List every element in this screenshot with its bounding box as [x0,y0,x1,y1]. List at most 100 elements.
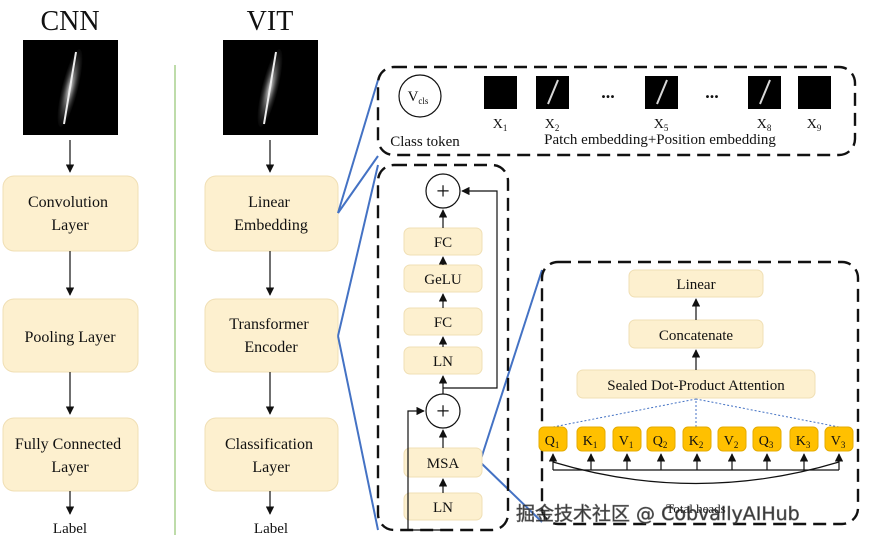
patch-token-1: X1 [484,76,517,133]
encoder-flow-arrows [407,186,498,531]
attention-sdpa-label: Sealed Dot-Product Attention [607,378,785,394]
svg-text:Classification Layer: Classification Layer [225,436,317,476]
vit-column: VIT Linear Embedding Transformer Encoder [204,6,339,537]
encoder-ln-bottom-label: LN [433,500,453,516]
qkv-label-q1: Q1 [545,434,560,450]
cnn-pooling-label: Pooling Layer [24,329,116,346]
attention-linear-label: Linear [676,277,715,293]
encoder-msa-label: MSA [427,456,460,472]
patch-row: X1 X2 X5 X8 X9 [484,76,831,133]
svg-text:Transformer Encoder: Transformer Encoder [229,316,312,356]
class-token-subscript: cls [418,96,428,106]
cnn-conv-line1: Convolution [28,194,108,211]
patch-token-4: X8 [748,76,781,133]
qkv-label-v3: V3 [831,434,846,450]
cnn-fc-line1: Fully Connected [15,436,121,453]
qkv-box-k2: K2 [682,426,712,452]
encoder-fc-top-label: FC [434,235,452,251]
encoder-gelu: GeLU [403,264,483,293]
vit-transformer-line1: Transformer [229,316,309,333]
cnn-pooling-layer: Pooling Layer [2,298,139,373]
attention-panel: Linear Concatenate Sealed Dot-Product At… [538,260,860,526]
total-heads-label: Total heads [666,501,725,516]
embedding-panel: Vcls Class token X1 X2 X5 X8 X9 ... ... Patc… [376,65,857,157]
svg-text:Convolution Layer: Convolution Layer [28,194,112,234]
encoder-ln-bottom: LN [403,492,483,521]
vit-input-image [223,40,318,135]
cnn-input-image [23,40,118,135]
qkv-label-v1: V1 [619,434,634,450]
watermark: 掘金技术社区 @ CobvallyAIHub [516,503,800,525]
encoder-ln-top: LN [403,346,483,375]
qkv-box-q3: Q3 [752,426,782,452]
add-symbol-bottom: + [436,399,450,425]
vit-class-line1: Classification [225,436,313,453]
patch-label-2: X2 [545,117,560,133]
svg-text:Vcls: Vcls [408,89,429,106]
patch-token-2: X2 [536,76,569,133]
class-token-symbol: V [408,89,419,105]
patch-label-1: X1 [493,117,508,133]
residual-add-bottom: + [425,393,461,429]
svg-text:Fully Connected Layer: Fully Connected Layer [15,436,125,476]
attention-linear: Linear [628,269,764,298]
attention-concatenate-label: Concatenate [659,328,733,344]
qkv-label-k3: K3 [796,434,811,450]
qkv-input-arrows [548,453,844,471]
total-heads-brace [552,461,840,485]
qkv-row: Q1 K1 V1 Q2 K2 V2 Q3 K3 V3 [538,426,854,452]
encoder-ln-top-label: LN [433,354,453,370]
qkv-box-k3: K3 [789,426,819,452]
vit-linear-embedding: Linear Embedding [204,175,339,252]
cnn-fc-line2: Layer [51,459,89,476]
encoder-fc-bottom: FC [403,307,483,336]
patch-label-3: X5 [654,117,669,133]
attention-concatenate: Concatenate [628,319,764,349]
vit-linear-line2: Embedding [234,217,308,234]
svg-text:Linear Embedding: Linear Embedding [234,194,308,234]
qkv-box-q1: Q1 [538,426,568,452]
vit-transformer-encoder: Transformer Encoder [204,298,339,373]
qkv-box-v2: V2 [717,426,747,452]
encoder-fc-top: FC [403,227,483,256]
patch-ellipsis-1: ... [601,82,615,102]
qkv-fan-lines [552,398,840,428]
cnn-conv-line2: Layer [51,217,89,234]
encoder-msa: MSA [403,447,483,478]
patch-label-5: X9 [807,117,822,133]
qkv-label-v2: V2 [724,434,739,450]
patch-token-3: X5 [645,76,678,133]
qkv-box-q2: Q2 [646,426,676,452]
vit-transformer-line2: Encoder [244,339,298,356]
cnn-output-label: Label [53,521,87,537]
patch-token-5: X9 [798,76,831,133]
qkv-label-q2: Q2 [653,434,668,450]
attention-sdpa: Sealed Dot-Product Attention [576,369,816,399]
qkv-box-v1: V1 [612,426,642,452]
patch-label-4: X8 [757,117,772,133]
cnn-title: CNN [40,6,99,37]
patch-embedding-caption: Patch embedding+Position embedding [544,132,776,148]
vit-title: VIT [247,6,294,37]
cnn-convolution-layer: Convolution Layer [2,175,139,252]
encoder-gelu-label: GeLU [424,272,462,288]
vit-linear-line1: Linear [248,194,290,211]
cnn-column: CNN Convolution Layer Pooling Layer Full… [2,6,139,537]
vit-output-label: Label [254,521,288,537]
qkv-box-k1: K1 [576,426,606,452]
vit-classification-layer: Classification Layer [204,417,339,492]
cnn-fully-connected-layer: Fully Connected Layer [2,417,139,492]
qkv-box-v3: V3 [824,426,854,452]
qkv-label-k2: K2 [689,434,704,450]
encoder-panel: + FC GeLU FC LN + MSA LN [376,163,510,532]
add-symbol-top: + [436,179,450,205]
class-token-circle: Vcls [398,74,442,118]
class-token-label: Class token [390,134,460,150]
qkv-label-q3: Q3 [759,434,774,450]
vit-class-line2: Layer [252,459,290,476]
encoder-fc-bottom-label: FC [434,315,452,331]
patch-ellipsis-2: ... [705,82,719,102]
zoom-connectors [337,79,543,531]
residual-add-top: + [425,173,461,209]
